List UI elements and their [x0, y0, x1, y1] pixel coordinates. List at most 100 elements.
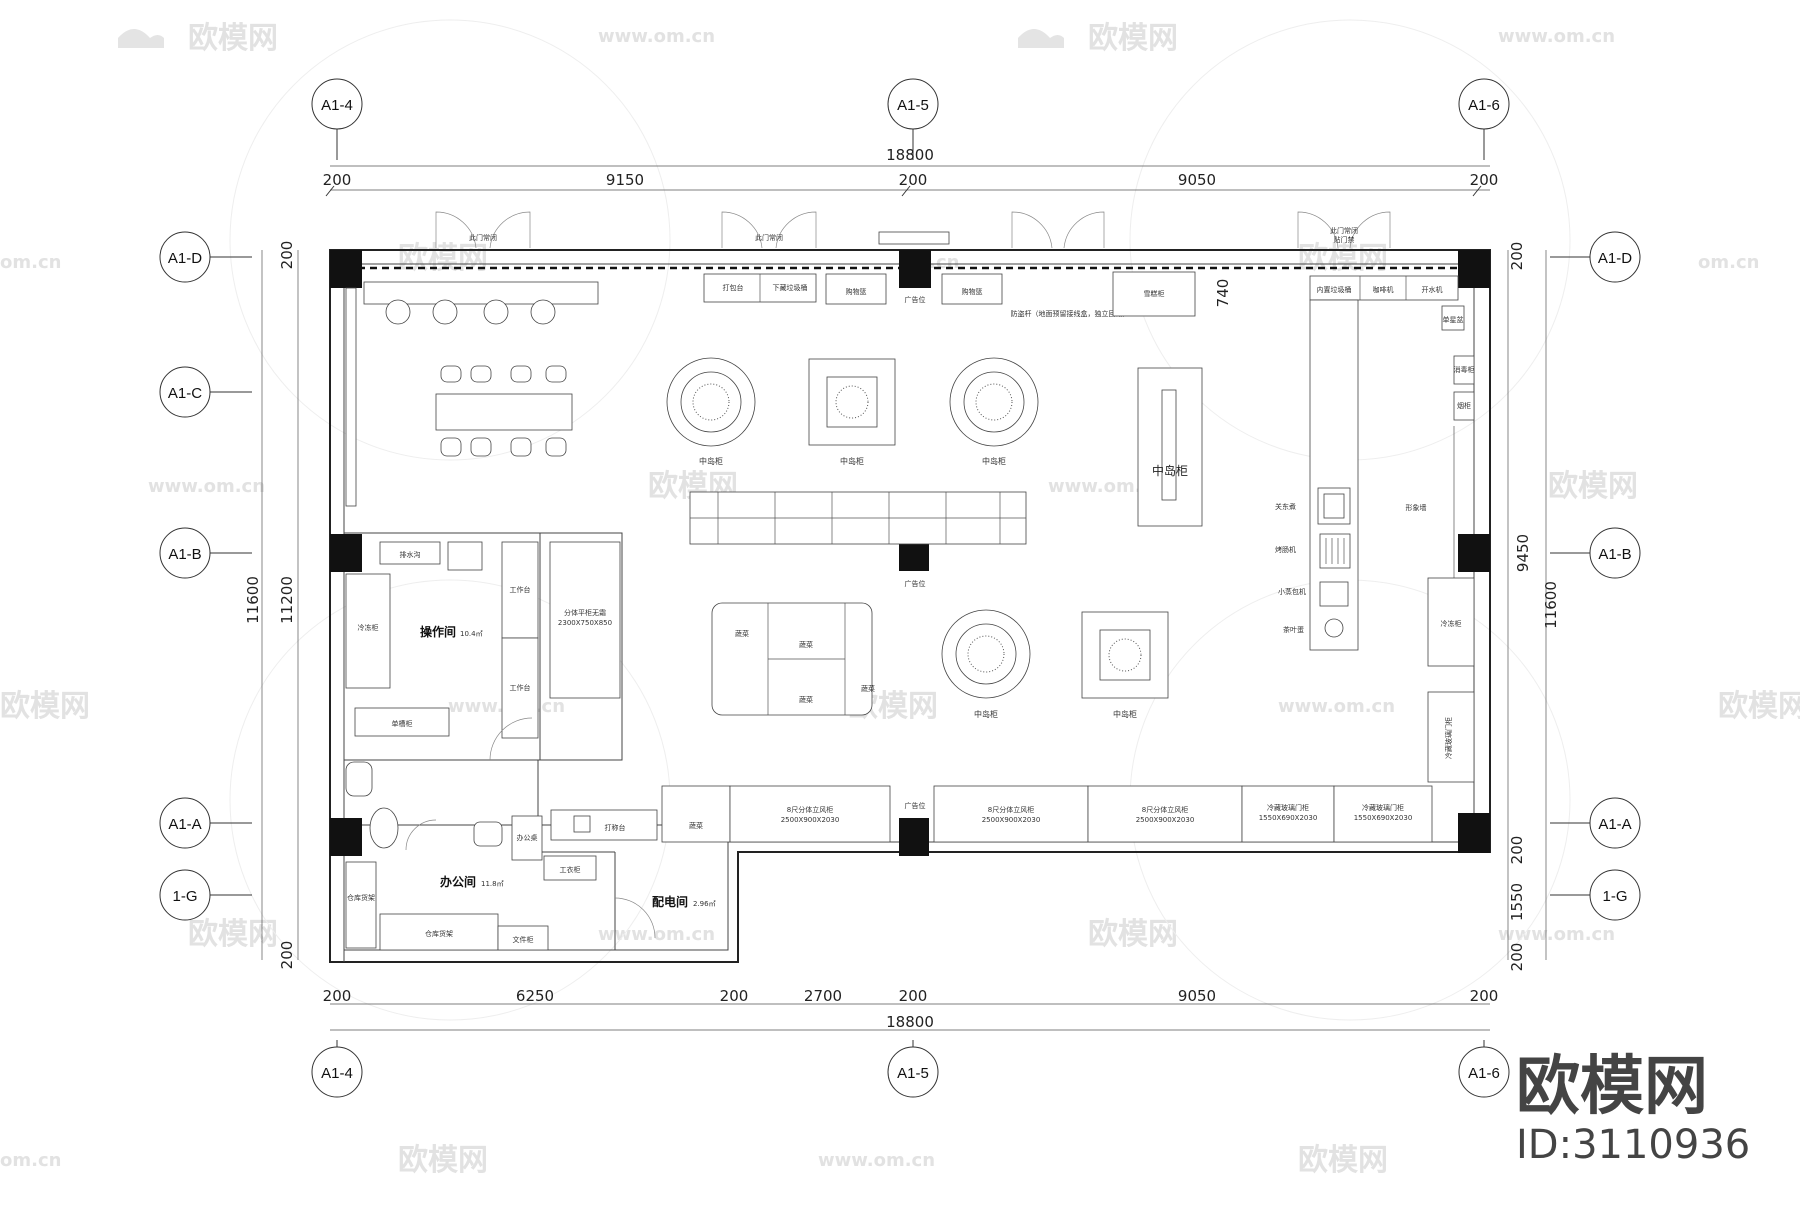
dim-left-outer: 11600: [244, 576, 262, 624]
watermark-site: www.om.cn: [818, 1150, 935, 1171]
equip-label: 小蒸包机: [1278, 587, 1306, 596]
equip-spec: 2300X750X850: [558, 619, 612, 627]
island-label: 中岛柜: [1113, 709, 1137, 719]
axis-bubble: [311, 78, 363, 130]
central-shelf-row: 广告位: [689, 491, 1027, 588]
dim-total-bottom: 18800: [886, 1013, 934, 1031]
dim-left-inner: 11200: [278, 576, 296, 624]
axis-label: A1-D: [1598, 250, 1632, 267]
axis-bubble: [159, 231, 211, 283]
equip-label: 仓库货架: [425, 929, 453, 938]
trash-bin-label: 下藏垃圾桶: [773, 283, 808, 292]
brand-id: ID:3110936: [1516, 1122, 1750, 1168]
axis-bubble: [1458, 78, 1510, 130]
axis-label: A1-6: [1468, 1065, 1500, 1082]
axis-label: A1-B: [1598, 546, 1631, 563]
axis-left-group: A1-D A1-C A1-B A1-A 1-G: [159, 231, 252, 921]
axis-bubble: [887, 1046, 939, 1098]
vegetable-zone: 蔬菜 蔬菜 蔬菜 蔬菜: [711, 602, 875, 716]
island-label: 中岛柜: [982, 456, 1006, 466]
watermark-text: 欧模网: [1088, 917, 1178, 952]
basket-label: 购物篮: [846, 287, 867, 296]
watermark-text: 欧模网: [398, 241, 488, 276]
dimensions-left: 11600 11200 200 200: [244, 241, 299, 970]
axis-bubble: [159, 869, 211, 921]
watermark-site: www.om.cn: [1498, 924, 1615, 945]
veg-label: 蔬菜: [799, 695, 813, 704]
veg-label: 蔬菜: [689, 821, 703, 830]
axis-right-group: A1-D A1-B A1-A 1-G: [1550, 231, 1641, 921]
axis-bubble: [1458, 1046, 1510, 1098]
equip-label: 分体平柜无霜: [564, 608, 606, 617]
fridge-label: 冷藏玻璃门柜: [1267, 803, 1309, 812]
room-name: 配电间: [652, 894, 688, 909]
equip-label: 开水机: [1422, 285, 1443, 294]
dim-total-top: 18800: [886, 146, 934, 164]
dim-left-bottom: 200: [278, 941, 296, 970]
watermark-site: www.om.cn: [1498, 26, 1615, 47]
equip-label: 冷藏玻璃门柜: [1444, 717, 1453, 759]
fridge-spec: 1550X690X2030: [1259, 814, 1318, 822]
axis-label: A1-4: [321, 1065, 353, 1082]
entrance-doors: 此门常闭 此门常闭 此门常闭 贴门禁: [435, 211, 1391, 249]
dim-segment: 200: [1470, 987, 1499, 1005]
seating-area: [345, 287, 573, 507]
dimensions-right: 200 9450 200 1550 200 11600: [1507, 242, 1560, 972]
equip-label: 仓库货架: [347, 893, 375, 902]
equip-label: 咖啡机: [1373, 285, 1394, 294]
equip-label: 冷冻柜: [358, 623, 379, 632]
fridge-spec: 1550X690X2030: [1354, 814, 1413, 822]
dim-segment: 2700: [804, 987, 842, 1005]
axis-bubble: [159, 366, 211, 418]
equip-label: 单槽柜: [392, 719, 413, 728]
dim-segment: 9050: [1178, 171, 1216, 189]
door-label: 此门常闭: [469, 233, 497, 242]
office-area: 仓库货架 仓库货架 文件柜 办公桌 工衣柜 打称台 办公间 11.8㎡ 配电间 …: [345, 761, 716, 951]
dim-right-seg: 200: [1508, 943, 1526, 972]
dim-segment: 9150: [606, 171, 644, 189]
room-area: 10.4㎡: [460, 630, 483, 638]
ice-cream-label: 雪糕柜: [1144, 289, 1165, 298]
right-service-counter: 内置垃圾桶 咖啡机 开水机 关东煮 烤肠机 小蒸包机 茶叶蛋 单星盆 消毒柜 烟…: [1275, 275, 1475, 783]
veg-label: 蔬菜: [735, 629, 749, 638]
refrigerated-row: 蔬菜 8尺分体立风柜 2500X900X2030 广告位 8尺分体立风柜 250…: [661, 785, 1433, 843]
room-area: 11.8㎡: [481, 880, 504, 888]
dim-right-seg: 200: [1508, 836, 1526, 865]
watermark-logo: 欧模网: [118, 21, 278, 56]
watermark-site: www.om.cn: [598, 924, 715, 945]
watermark-site: om.cn: [1698, 252, 1759, 273]
watermark-text: 欧模网: [1718, 689, 1800, 724]
watermark-site: www.om.cn: [1048, 476, 1165, 497]
door-label: 此门常闭: [1330, 226, 1358, 235]
axis-bubble: [887, 78, 939, 130]
axis-bubble: [159, 797, 211, 849]
axis-label: A1-D: [168, 250, 202, 267]
watermark-layer: 欧模网 www.om.cn 欧模网 www.om.cn om.cn 欧模网 om…: [0, 19, 1800, 1178]
brand-mark: 欧模网 ID:3110936: [1516, 1050, 1750, 1168]
equip-label: 消毒柜: [1454, 365, 1475, 374]
axis-bubble: [1589, 869, 1641, 921]
watermark-text: 欧模网: [1088, 21, 1178, 56]
dim-segment: 200: [899, 987, 928, 1005]
axis-bubble: [1589, 231, 1641, 283]
room-name: 操作间: [420, 624, 456, 639]
equip-label: 工作台: [510, 585, 531, 594]
dim-segment: 200: [720, 987, 749, 1005]
ad-spot-label: 广告位: [905, 801, 926, 810]
front-counter-row: 打包台 下藏垃圾桶 购物篮 广告位 购物篮 防盗杆（地面预留接线盒，独立回路） …: [363, 271, 1232, 325]
dimensions-top: 18800 200 9150 200 9050 200: [323, 146, 1498, 197]
room-area: 2.96㎡: [693, 900, 716, 908]
watermark-text: 欧模网: [188, 21, 278, 56]
equip-label: 办公桌: [517, 833, 538, 842]
watermark-site: www.om.cn: [148, 476, 265, 497]
watermark-text: 欧模网: [398, 1143, 488, 1178]
brand-logo-text: 欧模网: [1516, 1050, 1708, 1124]
island-displays: 中岛柜 中岛柜 中岛柜 中岛柜 中岛柜 中岛柜: [666, 357, 1203, 719]
equip-label: 关东煮: [1275, 502, 1296, 511]
fridge-spec: 2500X900X2030: [1136, 816, 1195, 824]
axis-label: A1-5: [897, 1065, 929, 1082]
axis-bottom-group: A1-4 A1-5 A1-6: [311, 1040, 1510, 1098]
axis-label: A1-C: [168, 385, 202, 402]
axis-bubble: [1589, 527, 1641, 579]
